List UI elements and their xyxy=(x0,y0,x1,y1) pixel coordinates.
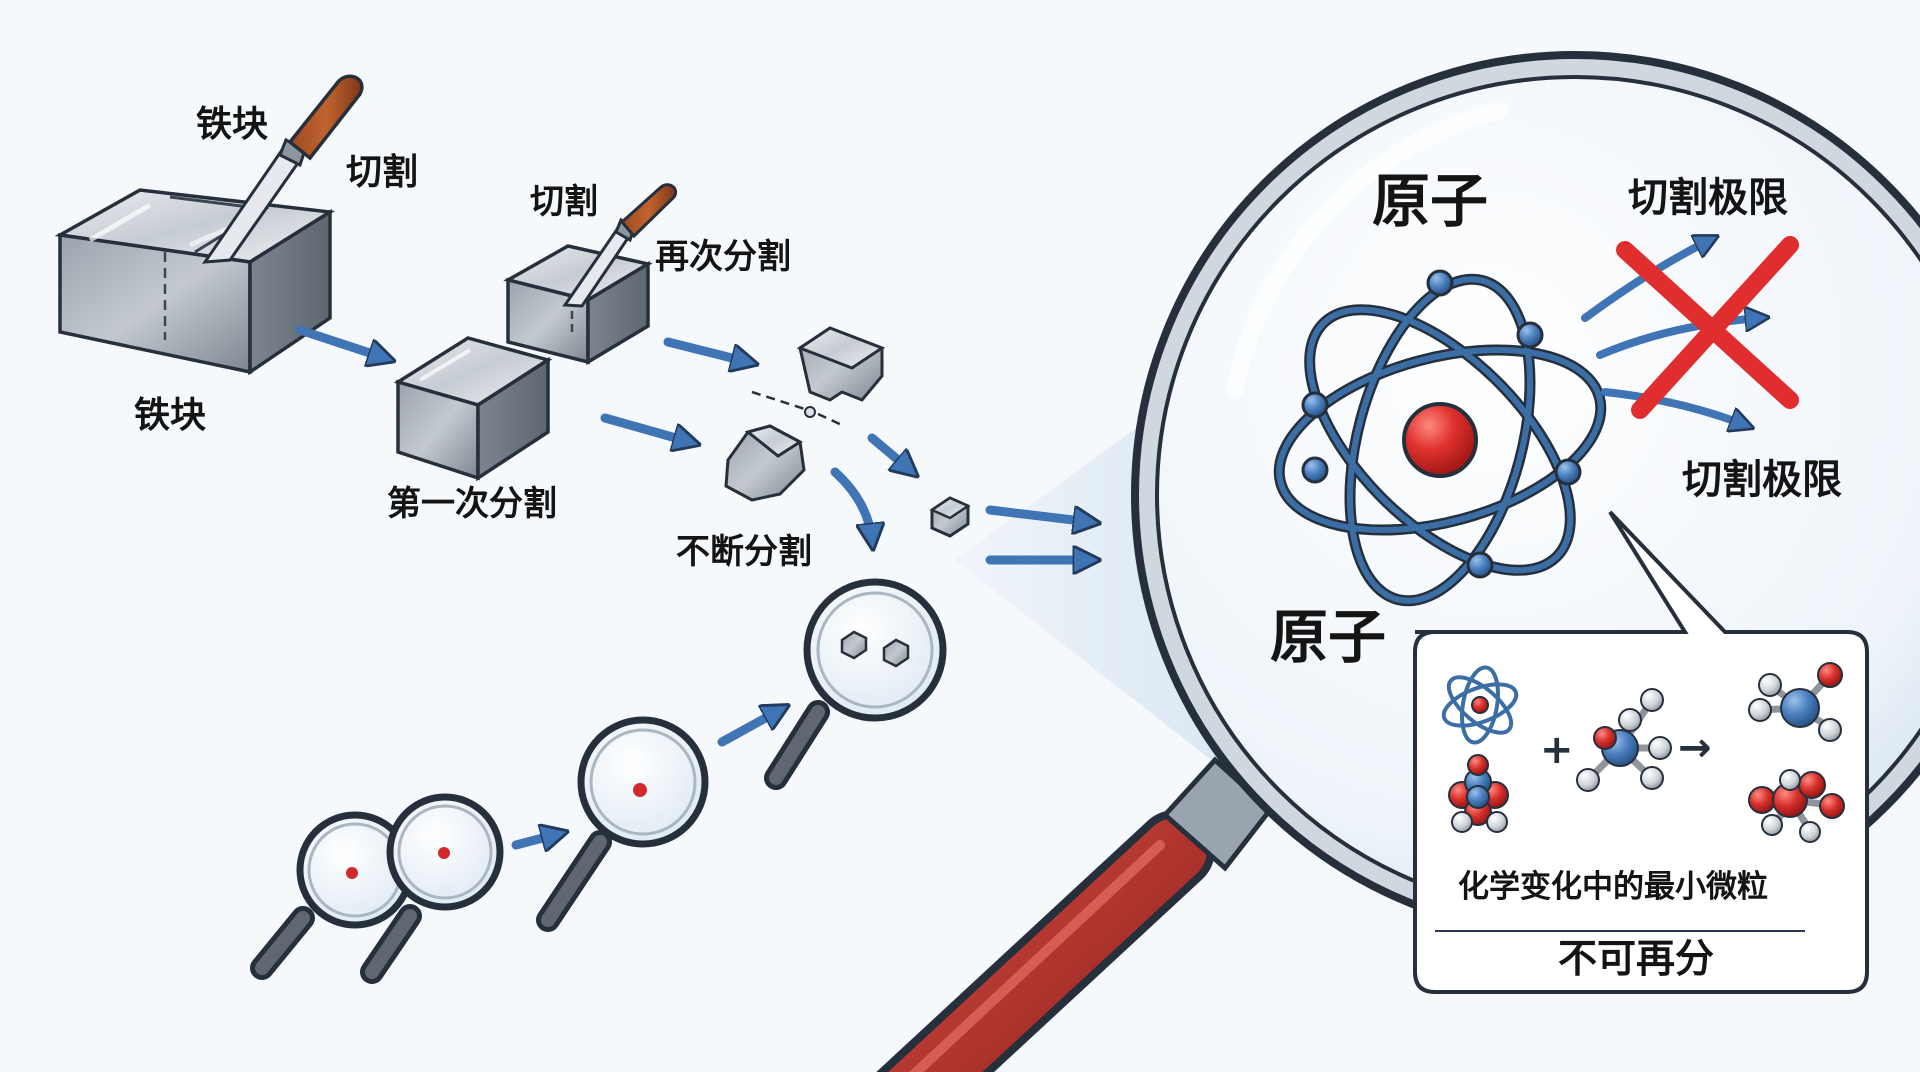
atom-icon xyxy=(1273,269,1607,607)
iron-fragment xyxy=(724,424,806,502)
label-atom-top: 原子 xyxy=(1372,167,1489,235)
label-indivisible: 不可再分 xyxy=(1558,937,1715,982)
label-limit-right: 切割极限 xyxy=(1682,457,1842,503)
label-iron-top: 铁块 xyxy=(196,104,269,145)
cut-dashed-line xyxy=(751,390,809,412)
label-limit-top: 切割极限 xyxy=(1628,175,1788,221)
label-atom-bottom: 原子 xyxy=(1270,603,1387,671)
label-first-split: 第一次分割 xyxy=(387,484,557,524)
magnifier-icon xyxy=(764,578,947,790)
iron-block-icon xyxy=(393,336,553,482)
label-continuous-split: 不断分割 xyxy=(676,532,812,572)
label-cut-again: 再次分割 xyxy=(655,237,791,277)
callout-box xyxy=(1413,510,1869,994)
iron-cube-small xyxy=(929,496,971,538)
molecule-icon xyxy=(1576,688,1672,792)
knife-icon xyxy=(562,183,677,308)
molecule-icon xyxy=(1448,754,1509,833)
magnifier-icon xyxy=(250,811,414,980)
magnifier-icon xyxy=(536,716,709,932)
label-iron-bottom: 铁块 xyxy=(134,395,207,436)
label-cut-top: 切割 xyxy=(346,152,419,193)
iron-fragment xyxy=(796,326,886,402)
magnifier-icon xyxy=(360,793,504,984)
arrow-icon xyxy=(295,325,1090,845)
cut-dashed-line xyxy=(817,412,845,428)
tiny-fragment xyxy=(804,406,816,418)
callout-divider xyxy=(1435,930,1805,932)
label-cut-second: 切割 xyxy=(530,182,598,222)
cross-icon xyxy=(1616,236,1799,419)
label-smallest-particle: 化学变化中的最小微粒 xyxy=(1458,869,1768,905)
knife-icon xyxy=(201,74,364,264)
plus-sign: + xyxy=(1540,727,1574,773)
molecule-icon xyxy=(1748,662,1843,742)
molecule-icon xyxy=(1748,769,1845,843)
atom-icon xyxy=(1441,665,1519,745)
iron-block-icon xyxy=(54,188,336,376)
reaction-arrow: → xyxy=(1678,725,1712,771)
